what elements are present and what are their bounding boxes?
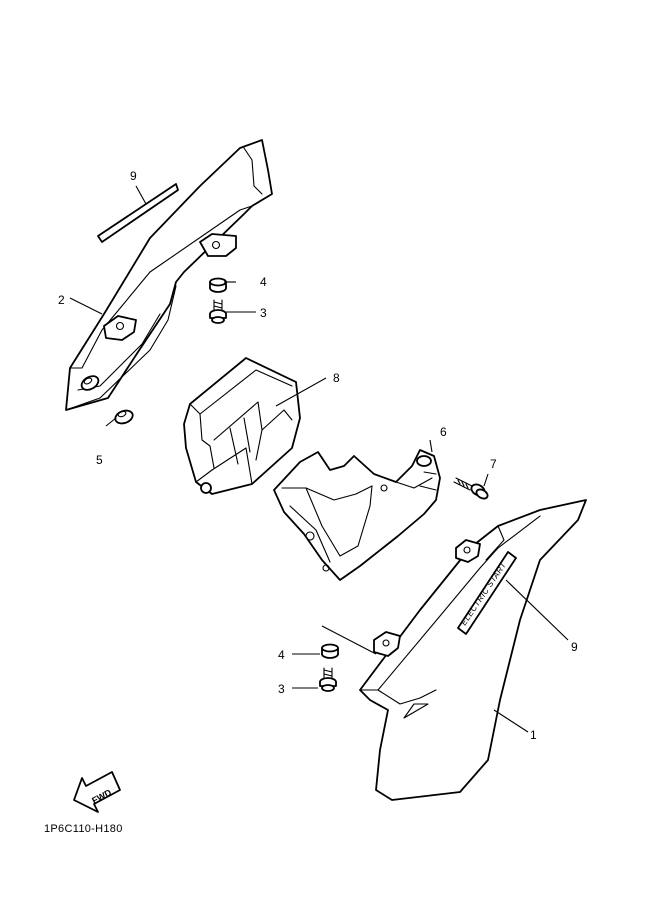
decal-strip-upper xyxy=(97,183,179,243)
grommet-upper xyxy=(80,375,100,391)
bolt-lower xyxy=(319,667,337,692)
inner-cover-bracket xyxy=(273,449,441,581)
callout-9-lower: 9 xyxy=(571,640,578,654)
callout-2: 2 xyxy=(58,293,65,307)
screw xyxy=(453,477,489,500)
bolt-upper xyxy=(209,299,227,324)
callout-1: 1 xyxy=(530,728,537,742)
callout-8: 8 xyxy=(333,371,340,385)
callout-9-upper: 9 xyxy=(130,169,137,183)
side-cover-right xyxy=(359,499,587,801)
side-cover-left xyxy=(65,139,273,411)
fwd-arrow: FWD xyxy=(73,771,121,813)
diagram-code: 1P6C110-H180 xyxy=(44,823,123,835)
callout-labels: 9 2 4 3 5 8 6 7 9 4 3 1 xyxy=(58,169,578,742)
callout-6: 6 xyxy=(440,425,447,439)
collar-upper xyxy=(209,277,227,293)
callout-3-lower: 3 xyxy=(278,682,285,696)
callout-4-lower: 4 xyxy=(278,648,285,662)
grommet-lower xyxy=(114,409,134,425)
battery-box xyxy=(183,357,301,495)
collar-lower xyxy=(321,643,339,659)
callout-7: 7 xyxy=(490,457,497,471)
callout-5: 5 xyxy=(96,453,103,467)
leader-lines xyxy=(69,185,569,733)
callout-3-upper: 3 xyxy=(260,306,267,320)
callout-4-upper: 4 xyxy=(260,275,267,289)
